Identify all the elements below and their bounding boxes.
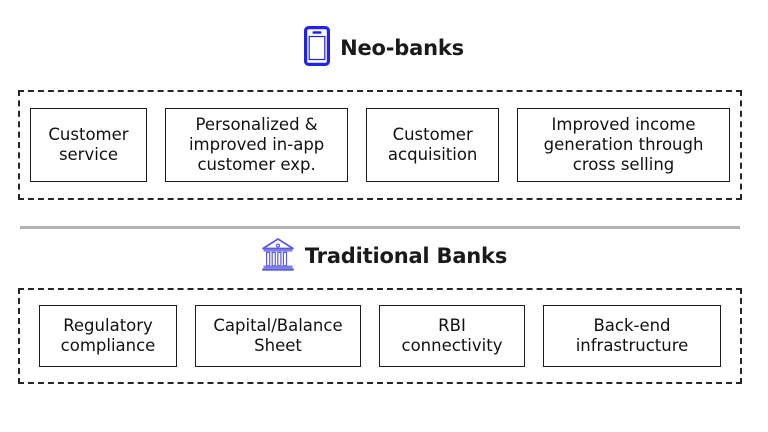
card-customer-acquisition[interactable]: Customer acquisition <box>366 108 500 182</box>
smartphone-icon <box>304 26 331 70</box>
card-capital-balance-sheet[interactable]: Capital/Balance Sheet <box>195 305 361 367</box>
card-customer-service[interactable]: Customer service <box>30 108 147 182</box>
section-header-traditional: Traditional Banks <box>0 237 768 275</box>
section-header-neobanks: Neo-banks <box>0 26 768 70</box>
section-title-neobanks: Neo-banks <box>340 36 464 60</box>
card-back-end-infrastructure[interactable]: Back-end infrastructure <box>543 305 721 367</box>
card-regulatory-compliance[interactable]: Regulatory compliance <box>39 305 177 367</box>
neobanks-card-row: Customer service Personalized & improved… <box>20 108 740 182</box>
neobanks-card-group: Customer service Personalized & improved… <box>18 90 742 200</box>
card-improved-income-generation[interactable]: Improved income generation through cross… <box>517 108 731 182</box>
card-rbi-connectivity[interactable]: RBI connectivity <box>379 305 525 367</box>
card-personalized-in-app-exp[interactable]: Personalized & improved in-app customer … <box>164 108 349 182</box>
traditional-card-row: Regulatory compliance Capital/Balance Sh… <box>20 305 740 367</box>
section-title-traditional: Traditional Banks <box>304 244 508 268</box>
bank-building-icon <box>261 236 295 276</box>
section-divider <box>20 226 740 229</box>
traditional-card-group: Regulatory compliance Capital/Balance Sh… <box>18 288 742 384</box>
